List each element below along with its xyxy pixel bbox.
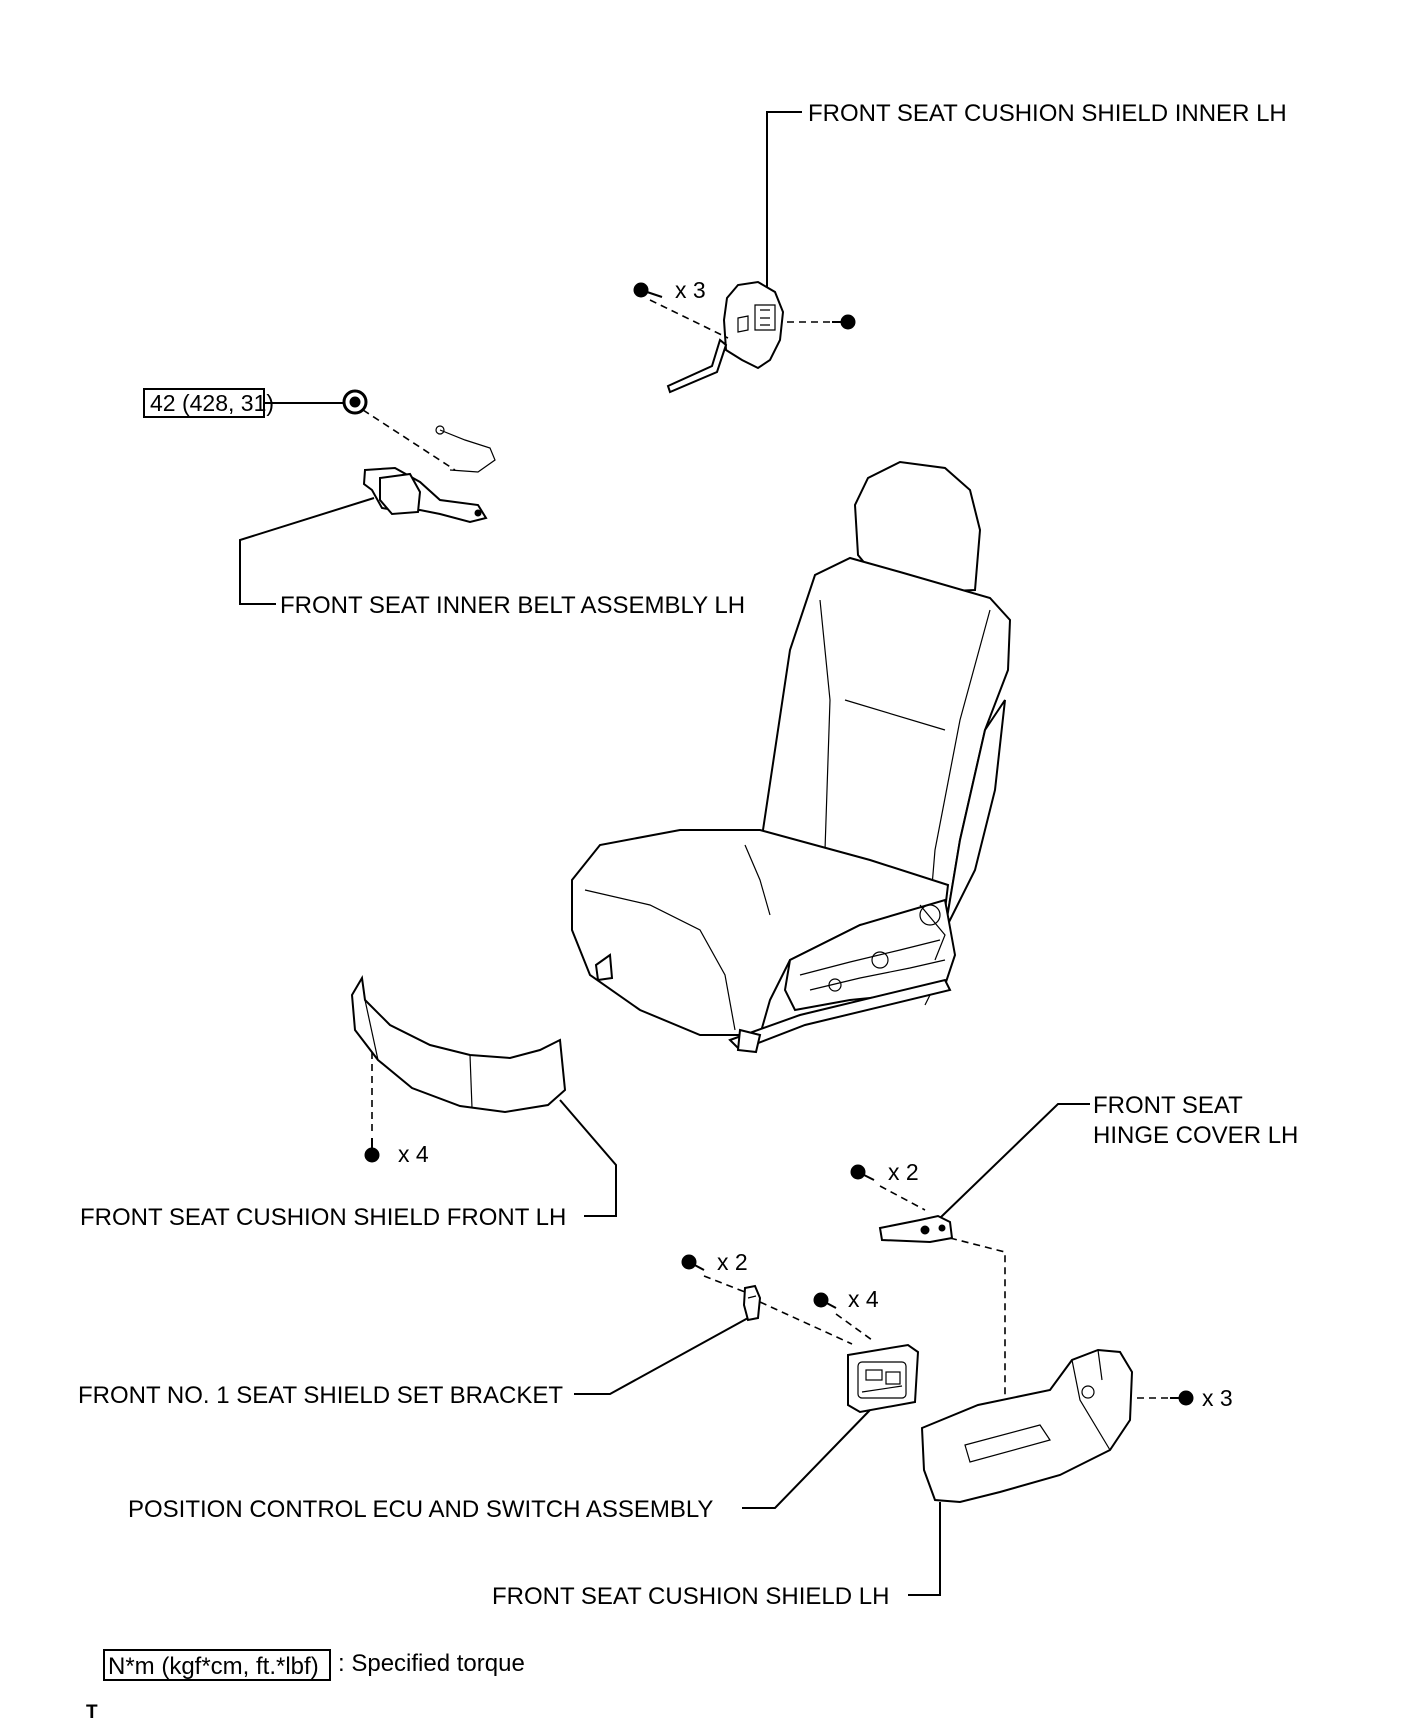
- screw-icon: [1170, 1390, 1194, 1406]
- hinge-cover-part: [878, 1214, 954, 1244]
- hinge-cover-label-line2: HINGE COVER LH: [1093, 1122, 1298, 1149]
- legend-box-text: N*m (kgf*cm, ft.*lbf): [108, 1653, 319, 1680]
- torque-value-box: [143, 388, 265, 418]
- bracket-screws-qty: x 2: [717, 1249, 748, 1275]
- nut-icon: [342, 389, 368, 415]
- inner-belt-label: FRONT SEAT INNER BELT ASSEMBLY LH: [280, 592, 745, 619]
- hinge-screws-qty: x 2: [888, 1159, 919, 1185]
- bracket-ecu-group: x 2 x 4 FRONT NO. 1 SEAT SHIELD SET BRAC…: [78, 1249, 920, 1523]
- shield-set-bracket-label: FRONT NO. 1 SEAT SHIELD SET BRACKET: [78, 1382, 563, 1409]
- cushion-shield-front-part: [350, 975, 567, 1114]
- belt-torque-value: 42 (428, 31): [150, 390, 274, 416]
- screw-icon: [364, 1138, 380, 1163]
- screw-icon: [850, 1164, 875, 1181]
- cushion-shield-front-group: x 4 FRONT SEAT CUSHION SHIELD FRONT LH: [80, 975, 617, 1231]
- cushion-shield-label: FRONT SEAT CUSHION SHIELD LH: [492, 1583, 889, 1610]
- inner-belt-group: 42 (428, 31) FRONT SEAT INNER BELT ASSEM…: [143, 388, 745, 619]
- cushion-shield-group: x 3 FRONT SEAT CUSHION SHIELD LH: [492, 1348, 1233, 1610]
- screw-icon: [681, 1254, 705, 1271]
- cushion-shield-inner-label: FRONT SEAT CUSHION SHIELD INNER LH: [808, 100, 1287, 127]
- screw-icon: [832, 314, 856, 330]
- front-seat-body: [571, 460, 1012, 1054]
- screw-icon: [813, 1292, 837, 1309]
- front-screws-qty: x 4: [398, 1141, 429, 1167]
- shield-set-bracket-part: [742, 1284, 762, 1322]
- cushion-shield-part: [920, 1348, 1134, 1504]
- cushion-shield-inner-group: FRONT SEAT CUSHION SHIELD INNER LH x 3: [633, 100, 1287, 394]
- shield-screws-qty: x 3: [1202, 1385, 1233, 1411]
- inner-screws-qty: x 3: [675, 277, 706, 303]
- hinge-cover-label-line1: FRONT SEAT: [1093, 1092, 1243, 1119]
- legend-box: [103, 1649, 331, 1681]
- ecu-screws-qty: x 4: [848, 1286, 879, 1312]
- cushion-shield-front-label: FRONT SEAT CUSHION SHIELD FRONT LH: [80, 1204, 566, 1231]
- legend-text: : Specified torque: [338, 1650, 525, 1677]
- hinge-cover-group: FRONT SEAT HINGE COVER LH x 2: [850, 1092, 1298, 1398]
- screw-icon: [633, 282, 663, 298]
- cushion-shield-inner-part: [722, 280, 785, 370]
- torque-legend: N*m (kgf*cm, ft.*lbf) : Specified torque: [103, 1649, 525, 1681]
- footer-mark: T: [86, 1702, 98, 1723]
- position-control-label: POSITION CONTROL ECU AND SWITCH ASSEMBLY: [128, 1496, 713, 1523]
